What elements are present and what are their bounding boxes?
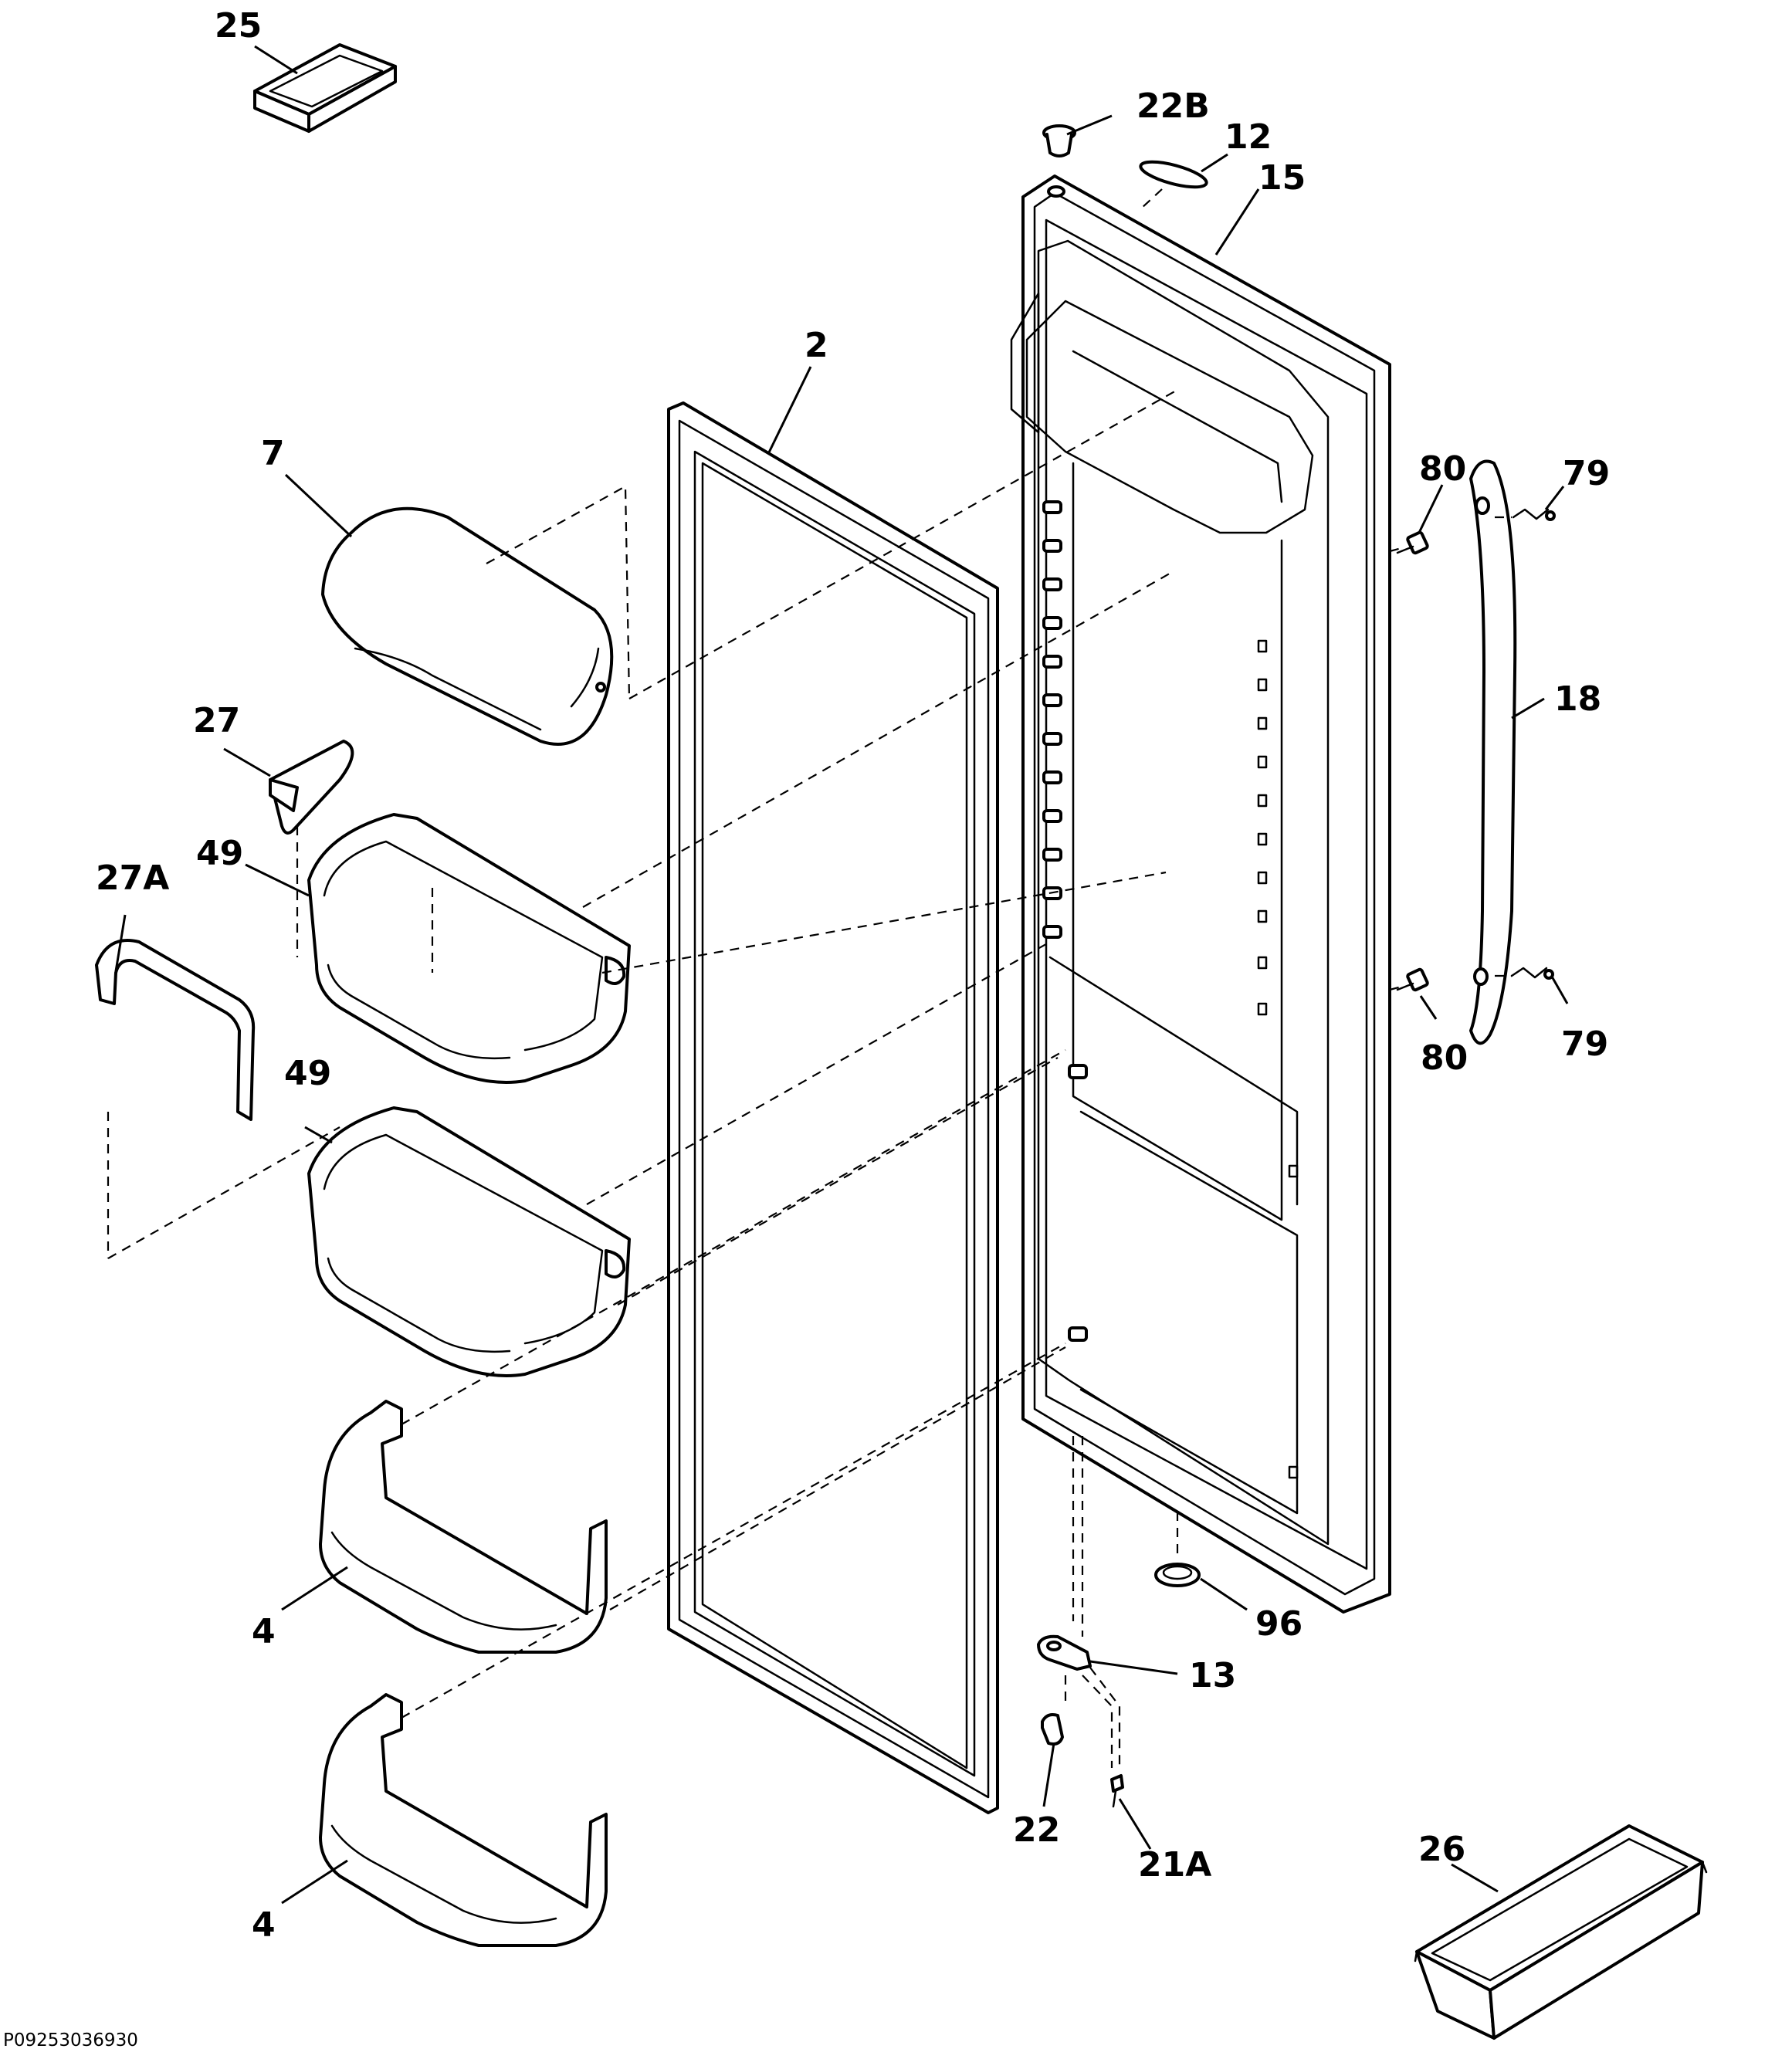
callout-26: 26 (1418, 1830, 1465, 1869)
part-80-handle-stud-upper (1396, 530, 1429, 555)
part-79-screw-lower (1510, 967, 1554, 980)
callout-22B: 22B (1137, 86, 1210, 126)
callout-18: 18 (1554, 679, 1601, 719)
shelf-pegs-right (1257, 639, 1299, 1479)
callout-12: 12 (1225, 117, 1272, 157)
assembly-guide-lines (107, 389, 1512, 1768)
part-26-tray (1414, 1824, 1708, 2040)
part-7-dairy-bin (321, 506, 614, 746)
part-49-door-bin-upper (307, 813, 631, 1084)
callout-79-upper: 79 (1563, 454, 1610, 493)
callout-4-lower: 4 (252, 1905, 276, 1945)
callout-25: 25 (215, 6, 262, 46)
part-21A-screw (1110, 1774, 1124, 1808)
part-13-hinge (1037, 1634, 1092, 1671)
part-22-hinge-pin (1041, 1713, 1064, 1746)
callout-27A: 27A (96, 858, 169, 898)
part-12-washer (1139, 160, 1208, 189)
callout-4-upper: 4 (252, 1612, 276, 1651)
part-22B-bushing (1042, 124, 1076, 157)
callout-7: 7 (261, 434, 285, 473)
part-2-door-gasket (667, 401, 999, 1814)
part-4-door-shelf-lower (319, 1693, 608, 1947)
callout-96: 96 (1255, 1604, 1303, 1644)
callout-15: 15 (1258, 158, 1306, 198)
callout-labels: 25 22B 12 15 2 7 80 79 18 27 49 27A 80 7… (96, 6, 1610, 1945)
callout-80-upper: 80 (1419, 449, 1466, 489)
part-79-screw-upper (1512, 508, 1556, 521)
part-27A-retainer (95, 939, 256, 1121)
part-27-divider (269, 740, 354, 835)
document-id: P09253036930 (3, 2030, 138, 2051)
part-49-door-bin-lower (307, 1106, 631, 1377)
callout-79-lower: 79 (1561, 1024, 1608, 1064)
part-15-door-shell (1010, 174, 1391, 1614)
part-80-handle-stud-lower (1396, 967, 1429, 992)
part-25-tray (253, 43, 397, 133)
part-4-door-shelf-upper (319, 1400, 608, 1654)
callout-22: 22 (1013, 1810, 1060, 1850)
callout-2: 2 (805, 326, 828, 365)
callout-80-lower: 80 (1421, 1038, 1468, 1078)
callout-49-upper: 49 (196, 834, 243, 873)
callout-21A: 21A (1138, 1845, 1211, 1885)
callout-leaders (114, 45, 1569, 1905)
callout-27: 27 (193, 701, 240, 740)
callout-13: 13 (1189, 1656, 1236, 1695)
shelf-pegs-left (1042, 500, 1088, 1342)
part-18-door-handle (1469, 459, 1517, 1045)
part-96-plug (1154, 1563, 1201, 1587)
callout-49-lower: 49 (284, 1054, 331, 1093)
